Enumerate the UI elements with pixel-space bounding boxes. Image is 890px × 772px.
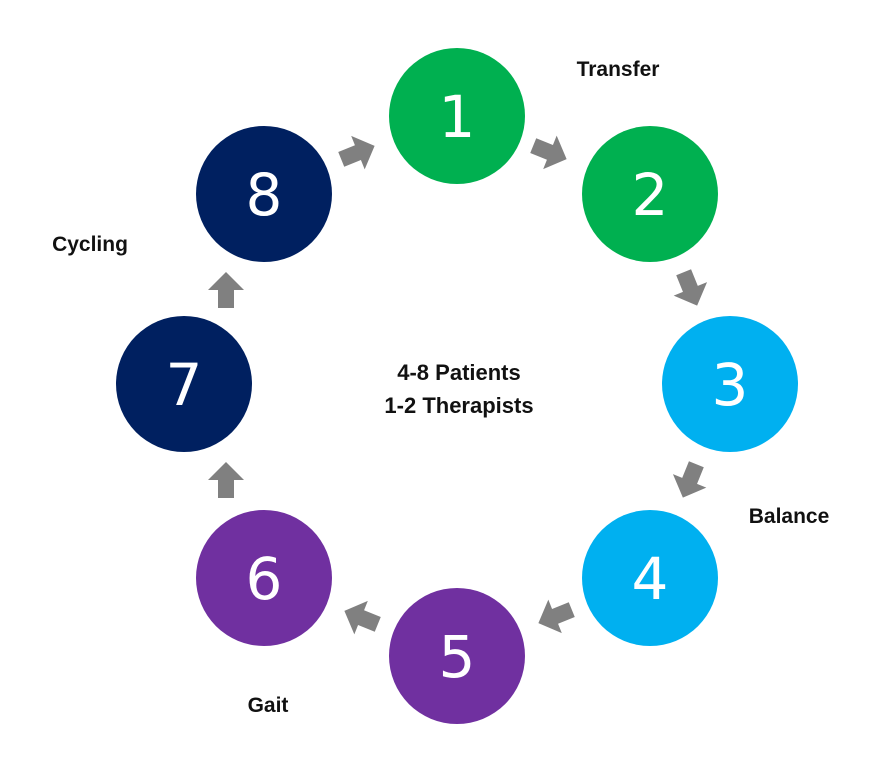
station-1: 1: [389, 48, 525, 184]
station-1-circle: [389, 48, 525, 184]
station-5-number: 5: [439, 623, 476, 691]
label-balance: Balance: [749, 505, 830, 528]
station-8-circle: [196, 126, 332, 262]
station-8: 8: [196, 126, 332, 262]
arrow-7-to-8: [208, 272, 244, 308]
station-3-circle: [662, 316, 798, 452]
arrow-3-to-4: [672, 461, 707, 498]
station-4-number: 4: [632, 545, 669, 613]
station-1-number: 1: [439, 83, 476, 151]
station-3: 3: [662, 316, 798, 452]
station-6: 6: [196, 510, 332, 646]
station-3-number: 3: [712, 351, 749, 419]
station-2-circle: [582, 126, 718, 262]
arrow-4-to-5: [538, 599, 575, 634]
station-5: 5: [389, 588, 525, 724]
label-transfer: Transfer: [577, 58, 660, 81]
station-8-number: 8: [246, 161, 283, 229]
station-4-circle: [582, 510, 718, 646]
arrow-5-to-6: [344, 600, 381, 635]
station-7: 7: [116, 316, 252, 452]
station-6-number: 6: [246, 545, 283, 613]
station-5-circle: [389, 588, 525, 724]
center-patients-text: 4-8 Patients: [397, 360, 521, 385]
flow-arrows: [208, 135, 708, 635]
station-6-circle: [196, 510, 332, 646]
label-gait: Gait: [248, 694, 289, 717]
label-cycling: Cycling: [52, 233, 128, 256]
station-7-number: 7: [166, 351, 203, 419]
center-therapists-text: 1-2 Therapists: [384, 393, 533, 418]
station-2-number: 2: [632, 161, 669, 229]
arrow-6-to-7: [208, 462, 244, 498]
arrow-8-to-1: [338, 135, 375, 170]
station-2: 2: [582, 126, 718, 262]
arrow-2-to-3: [673, 269, 708, 306]
station-4: 4: [582, 510, 718, 646]
station-7-circle: [116, 316, 252, 452]
arrow-1-to-2: [530, 135, 567, 170]
